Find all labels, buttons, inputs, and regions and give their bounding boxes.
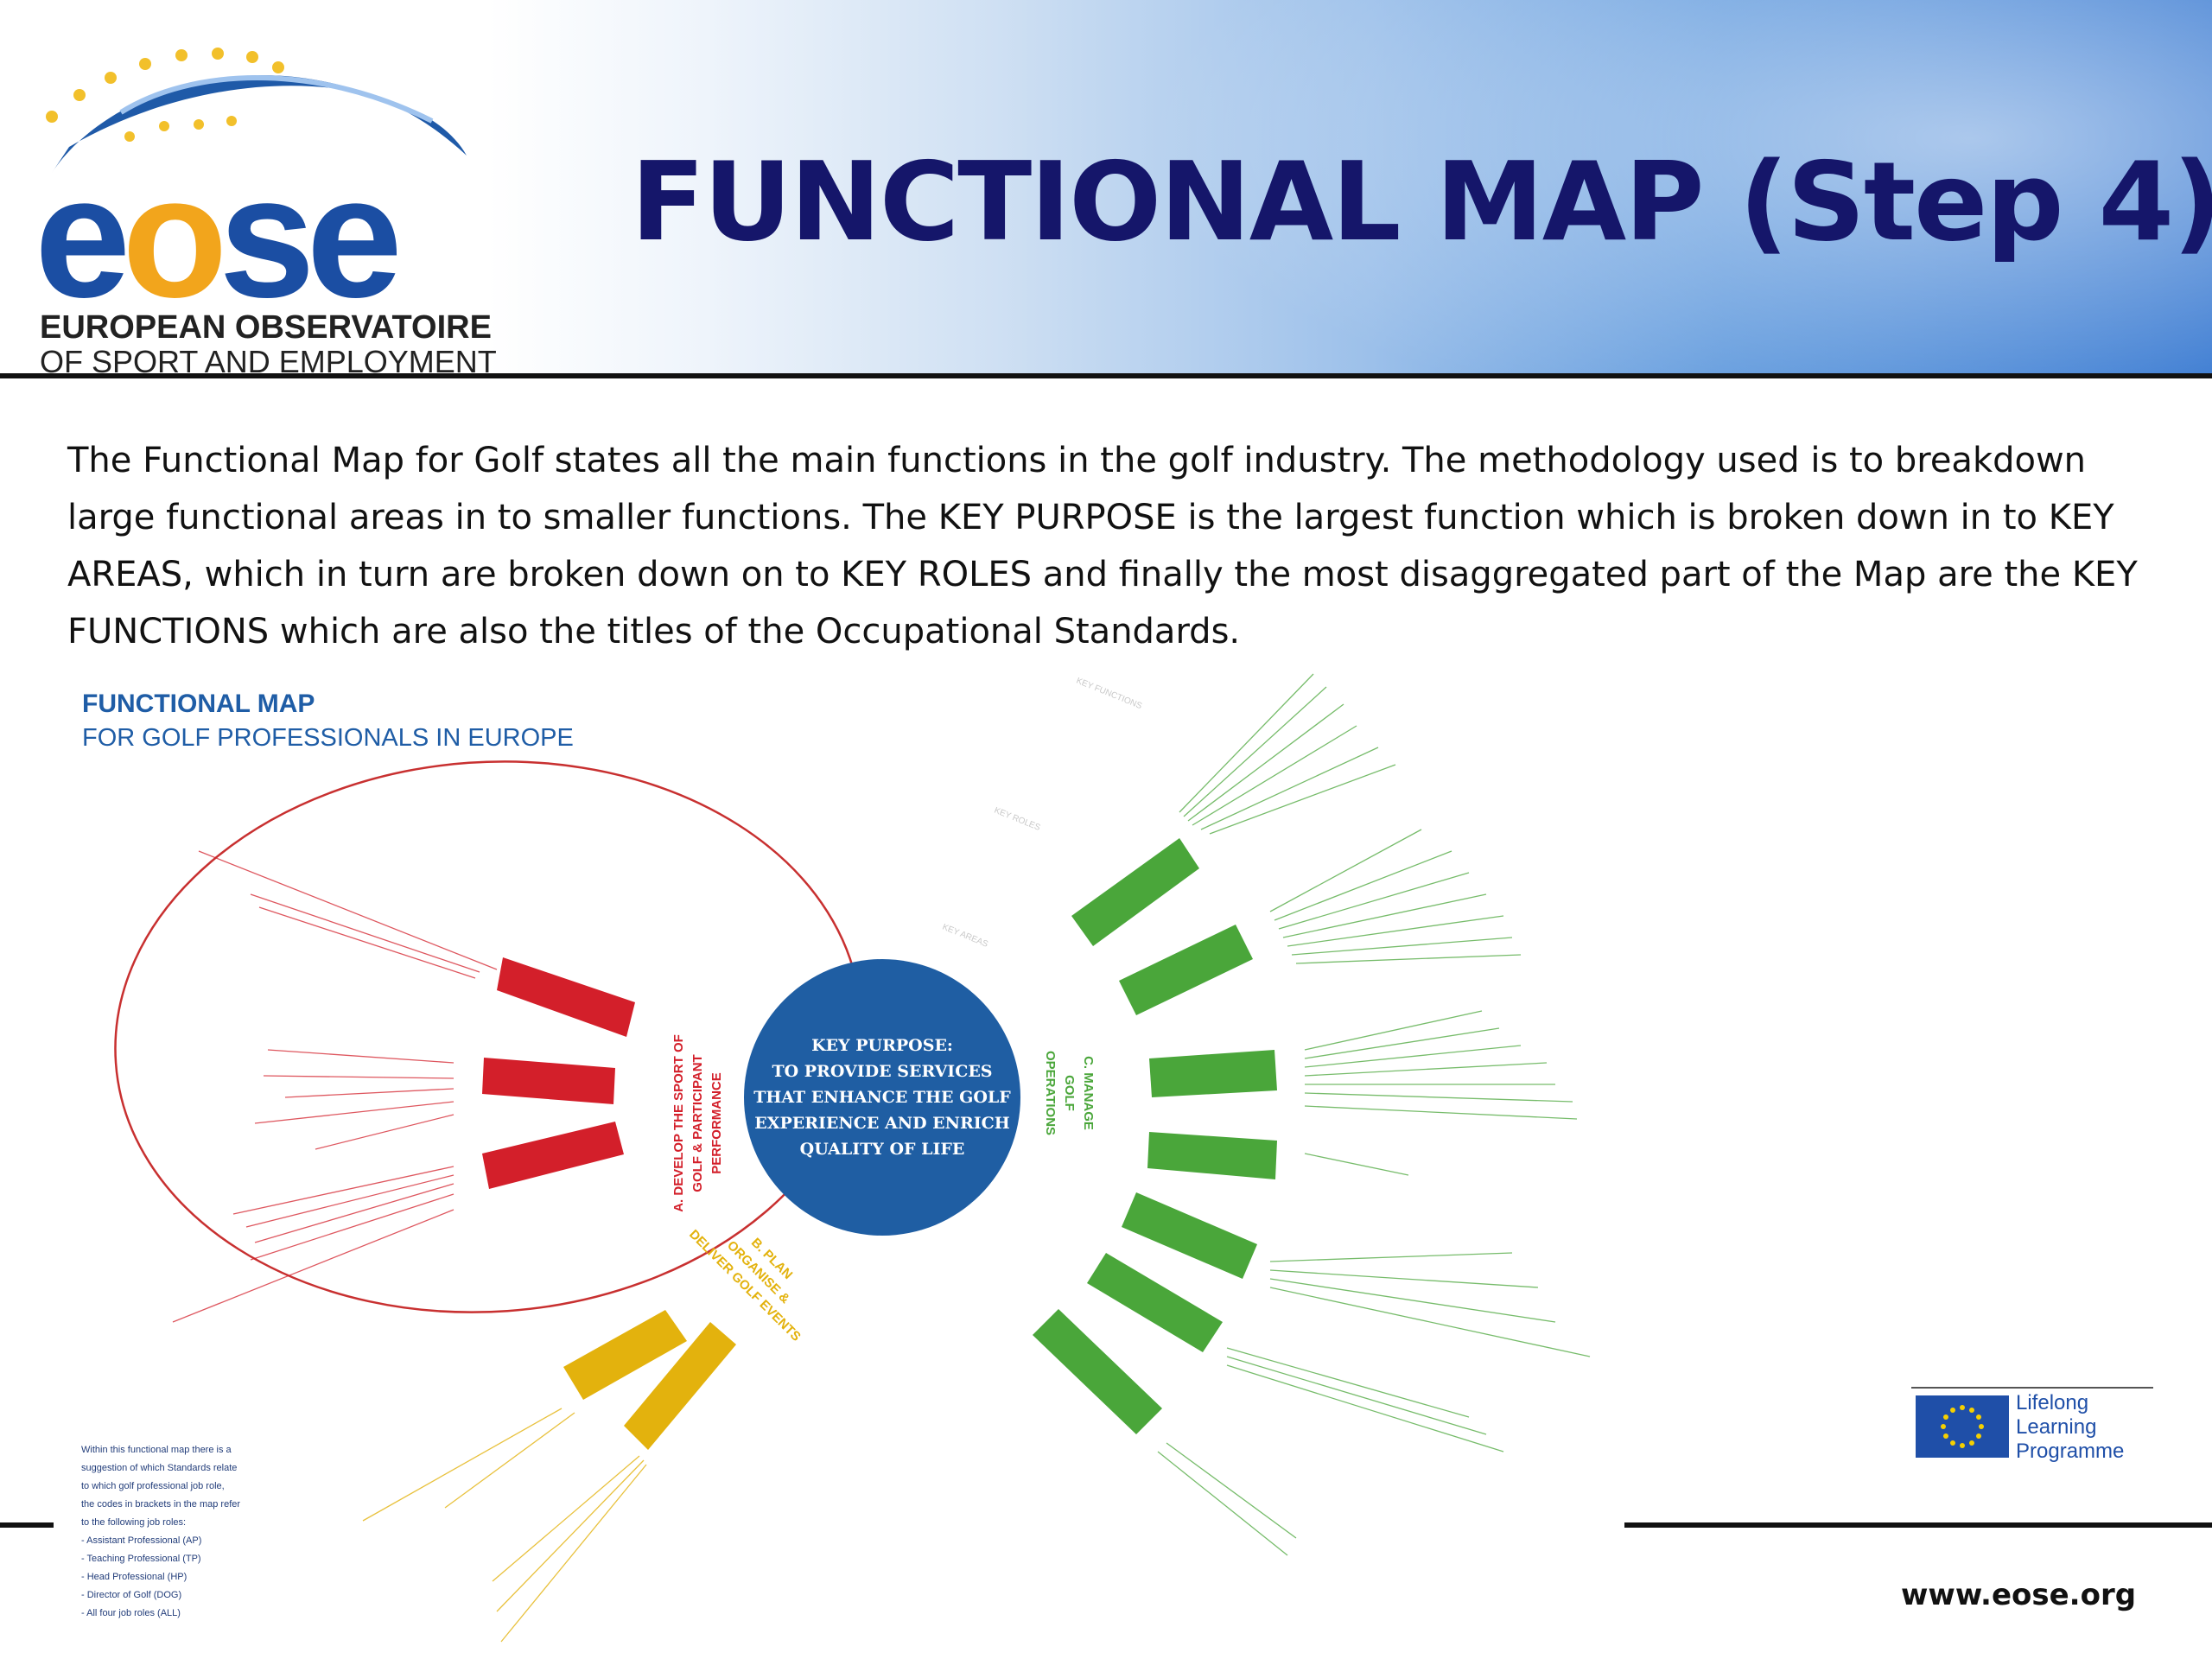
area-a-label-3: PERFORMANCE (709, 1072, 724, 1174)
page-title: FUNCTIONAL MAP (Step 4) (631, 138, 2212, 265)
job-role-note: Within this functional map there is a su… (81, 1441, 280, 1623)
note-line: to the following job roles: (81, 1517, 187, 1528)
eu-flag-icon (1916, 1395, 2009, 1458)
logo-swoosh-icon (46, 48, 467, 173)
role-bar-b2 (624, 1322, 736, 1450)
lllp-divider (1911, 1387, 2153, 1389)
area-c-label-3: OPERATIONS (1043, 1051, 1058, 1135)
note-line: - Teaching Professional (TP) (81, 1554, 201, 1564)
slide-header: eose EUROPEAN OBSERVATOIRE OF SPORT AND … (0, 0, 2212, 373)
eose-logo: eose EUROPEAN OBSERVATOIRE OF SPORT AND … (17, 17, 536, 373)
area-c-label-2: GOLF (1062, 1075, 1077, 1111)
header-divider (0, 373, 2212, 378)
role-bar-b1 (563, 1310, 687, 1400)
area-a-label-2: GOLF & PARTICIPANT (690, 1054, 705, 1192)
role-bar-c4 (1147, 1132, 1277, 1179)
role-bar-a1 (497, 957, 635, 1037)
role-bar-c6 (1087, 1253, 1223, 1352)
intro-paragraph: The Functional Map for Golf states all t… (67, 441, 2138, 652)
role-bar-c5 (1122, 1192, 1257, 1279)
logo-line-2: OF SPORT AND EMPLOYMENT (40, 344, 497, 373)
note-line: - Director of Golf (DOG) (81, 1590, 182, 1600)
note-line: - Head Professional (HP) (81, 1572, 188, 1582)
role-bar-c3 (1149, 1050, 1277, 1097)
map-title: FUNCTIONAL MAP (82, 690, 315, 718)
note-line: the codes in brackets in the map refer (81, 1499, 241, 1510)
key-purpose-circle (744, 959, 1020, 1236)
key-purpose-line-5: QUALITY OF LIFE (799, 1140, 965, 1159)
note-line: - Assistant Professional (AP) (81, 1535, 202, 1546)
lllp-logo-text: Lifelong Learning Programme (2016, 1391, 2124, 1464)
area-c-label-1: C. MANAGE (1081, 1056, 1096, 1130)
role-bar-c7 (1033, 1309, 1162, 1434)
key-purpose-text: KEY PURPOSE: TO PROVIDE SERVICES THAT EN… (748, 976, 1016, 1218)
header-glow (1002, 0, 2212, 373)
key-purpose-line-3: THAT ENHANCE THE GOLF (753, 1088, 1011, 1107)
role-bar-c2 (1119, 925, 1253, 1015)
footer-divider-left (0, 1522, 54, 1528)
logo-line-1: EUROPEAN OBSERVATOIRE (40, 309, 492, 346)
website-link[interactable]: www.eose.org (1901, 1578, 2137, 1612)
footer-divider-right (1624, 1522, 2212, 1528)
functional-map-diagram: KEY FUNCTIONS KEY ROLES KEY AREAS A. DEV… (114, 673, 1591, 1643)
role-bar-c1 (1071, 838, 1199, 946)
map-subtitle: FOR GOLF PROFESSIONALS IN EUROPE (82, 724, 574, 752)
note-line: - All four job roles (ALL) (81, 1608, 181, 1618)
logo-wordmark: eose (35, 141, 403, 334)
note-line: suggestion of which Standards relate (81, 1463, 238, 1473)
note-line: Within this functional map there is a (81, 1445, 232, 1455)
key-purpose-line-1: KEY PURPOSE: (811, 1036, 953, 1055)
lllp-line-3: Programme (2016, 1440, 2125, 1463)
label-key-areas-faint: KEY AREAS (941, 923, 989, 950)
role-bar-a2 (482, 1058, 615, 1104)
key-purpose-line-4: EXPERIENCE AND ENRICH (754, 1114, 1010, 1133)
lllp-line-1: Lifelong (2016, 1391, 2089, 1414)
area-a-label-1: A. DEVELOP THE SPORT OF (671, 1034, 686, 1212)
key-purpose-line-2: TO PROVIDE SERVICES (772, 1062, 993, 1081)
area-b-label-3: DELIVER GOLF EVENTS (686, 1227, 804, 1344)
note-line: to which golf professional job role, (81, 1481, 225, 1491)
role-bar-a3 (482, 1122, 624, 1189)
label-key-functions-faint: KEY FUNCTIONS (1075, 677, 1143, 712)
lllp-line-2: Learning (2016, 1415, 2097, 1439)
label-key-roles-faint: KEY ROLES (993, 806, 1042, 833)
